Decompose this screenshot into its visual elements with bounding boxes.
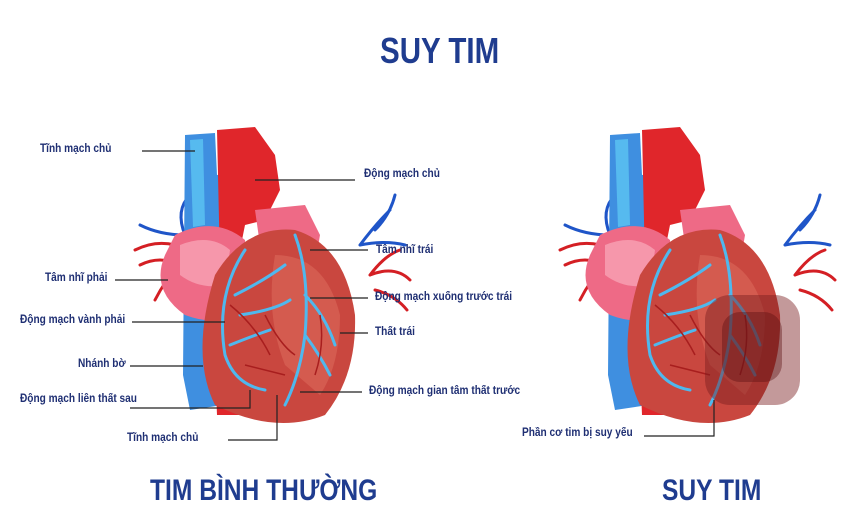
- label-anterior-interventricular-artery: Động mạch gian tâm thất trước: [369, 385, 521, 397]
- label-right-atrium: Tâm nhĩ phải: [45, 272, 108, 284]
- label-left-anterior-descending-artery: Động mạch xuống trước trái: [375, 291, 513, 303]
- label-left-atrium: Tâm nhĩ trái: [376, 244, 434, 256]
- label-weakened-heart-muscle: Phần cơ tim bị suy yếu: [522, 427, 633, 439]
- label-left-ventricle: Thất trái: [375, 326, 415, 338]
- label-right-coronary-artery: Động mạch vành phải: [20, 314, 126, 326]
- label-marginal-branch: Nhánh bờ: [78, 358, 126, 370]
- leader-lines: [115, 150, 715, 441]
- label-aorta: Động mạch chủ: [364, 168, 440, 180]
- label-vena-cava: Tĩnh mạch chủ: [40, 143, 112, 155]
- label-vena-cava-bottom: Tĩnh mạch chủ: [127, 432, 199, 444]
- caption-normal-heart: TIM BÌNH THƯỜNG: [150, 474, 378, 507]
- caption-heart-failure: SUY TIM: [662, 474, 762, 507]
- label-posterior-interventricular-artery: Động mạch liên thất sau: [20, 393, 137, 405]
- weakened-muscle-region: [705, 295, 800, 405]
- main-title: SUY TIM: [380, 30, 500, 71]
